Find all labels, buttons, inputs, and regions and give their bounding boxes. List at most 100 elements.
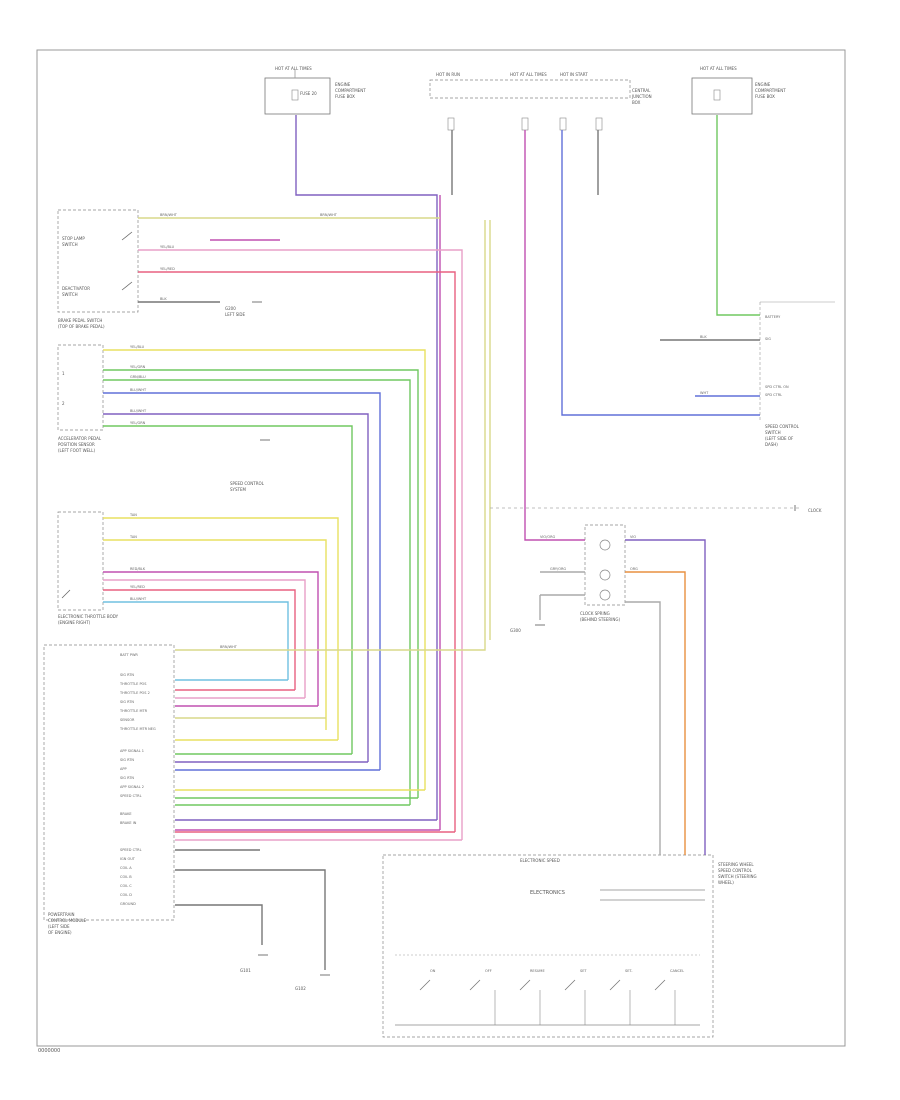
steering-wheel-switch: ELECTRONIC SPEED ELECTRONICS STEERING WH… [382,854,757,1038]
svg-text:BOX: BOX [632,100,641,105]
svg-text:POSITION SENSOR: POSITION SENSOR [58,442,95,447]
svg-text:SWITCH: SWITCH [765,430,781,435]
svg-text:BLU/WHT: BLU/WHT [130,388,147,392]
wire-yellow-app1 [103,349,426,790]
wire-color-labels: BRN/WHT BRN/WHT YEL/BLU YEL/RED BLK YEL/… [129,213,789,649]
svg-text:SET: SET [580,969,587,973]
svg-text:APP: APP [120,767,127,771]
svg-text:(LEFT SIDE: (LEFT SIDE [48,924,70,929]
fuse-box-left: HOT AT ALL TIMES ENGINE COMPARTMENT FUSE… [264,66,366,115]
wire-blue-app [103,392,381,770]
wire-center-2 [561,130,760,416]
svg-text:HOT AT ALL TIMES: HOT AT ALL TIMES [700,66,737,71]
electronic-throttle-body: ELECTRONIC THROTTLE BODY (ENGINE RIGHT) [57,511,119,625]
svg-text:SWITCH: SWITCH [62,242,78,247]
wire-purple-clock [625,539,706,855]
svg-text:CLOCK: CLOCK [808,508,822,513]
svg-text:CANCEL: CANCEL [670,969,684,973]
wire-pink-brake [138,249,463,840]
svg-text:WHEEL): WHEEL) [718,880,734,885]
svg-text:SPD CTRL: SPD CTRL [765,393,782,397]
wire-magenta-tb [103,571,319,706]
svg-text:YEL/GRN: YEL/GRN [130,365,146,369]
svg-text:ON: ON [430,969,436,973]
svg-text:BRAKE: BRAKE [120,812,132,816]
svg-text:(LEFT FOOT WELL): (LEFT FOOT WELL) [58,448,96,453]
wire-tan-pcm [175,220,486,651]
svg-text:SIG RTN: SIG RTN [120,673,134,677]
svg-text:VIO/ORG: VIO/ORG [540,535,556,539]
svg-text:1: 1 [62,371,65,376]
wire-pcm-18 [175,869,326,970]
svg-text:CONTROL MODULE: CONTROL MODULE [48,918,87,923]
svg-text:YEL/GRN: YEL/GRN [130,421,146,425]
svg-text:SPEED CONTROL: SPEED CONTROL [230,481,265,486]
svg-text:SENSOR: SENSOR [120,718,135,722]
speed-control-switch-box: SPEED CONTROL SWITCH (LEFT SIDE OF DASH) [759,301,835,447]
svg-text:BRN/WHT: BRN/WHT [220,645,238,649]
svg-text:G200: G200 [225,306,236,311]
svg-text:SWITCH (STEERING: SWITCH (STEERING [718,874,757,879]
svg-text:ENGINE: ENGINE [755,82,771,87]
svg-text:SIG: SIG [765,337,771,341]
svg-text:YEL/RED: YEL/RED [130,585,145,589]
wire-green-app3 [103,425,353,754]
svg-text:GRN/BLU: GRN/BLU [130,375,146,379]
svg-text:THROTTLE MTR: THROTTLE MTR [119,709,148,713]
svg-text:SYSTEM: SYSTEM [230,487,246,492]
svg-text:BLK: BLK [160,297,167,301]
wire-purple-fuse-left [295,115,438,820]
wire-pink-tb [103,579,306,698]
svg-text:SPEED CTRL: SPEED CTRL [120,794,142,798]
svg-text:OF ENGINE): OF ENGINE) [48,930,72,935]
svg-text:GROUND: GROUND [120,902,136,906]
svg-text:STOP LAMP: STOP LAMP [62,236,85,241]
svg-text:HOT IN RUN: HOT IN RUN [436,72,460,77]
svg-text:ACCELERATOR PEDAL: ACCELERATOR PEDAL [58,436,102,441]
ground-symbols: G200 LEFT SIDE SPEED CONTROL SYSTEM G300… [225,301,822,991]
wire-green-right [716,115,760,316]
svg-text:DASH): DASH) [765,442,778,447]
svg-text:ENGINE: ENGINE [335,82,351,87]
svg-text:WHT: WHT [700,391,709,395]
wire-purple-app [103,413,369,762]
wire-orange-clock [625,571,686,855]
svg-text:RESUME: RESUME [530,969,545,973]
svg-text:GRY/ORG: GRY/ORG [550,567,566,571]
svg-text:COMPARTMENT: COMPARTMENT [335,88,366,93]
pcm-pin-labels: BATT PWR SIG RTN THROTTLE POS THROTTLE P… [119,653,156,906]
svg-text:APP SIGNAL 1: APP SIGNAL 1 [120,749,144,753]
wire-yellow-tb2 [103,539,327,730]
powertrain-control-module: POWERTRAIN CONTROL MODULE (LEFT SIDE OF … [43,644,175,935]
svg-text:COIL A: COIL A [120,866,132,870]
svg-text:SIG RTN: SIG RTN [120,776,134,780]
svg-text:DEACTIVATOR: DEACTIVATOR [62,286,90,291]
svg-text:VIO: VIO [630,535,636,539]
svg-text:2: 2 [62,401,65,406]
svg-text:G101: G101 [240,968,251,973]
svg-text:BLK: BLK [700,335,707,339]
svg-text:HOT IN START: HOT IN START [560,72,588,77]
brake-pedal-switch: STOP LAMP SWITCH DEACTIVATOR SWITCH BRAK… [57,209,139,329]
svg-text:OFF: OFF [485,969,492,973]
svg-text:STEERING WHEEL: STEERING WHEEL [718,862,754,867]
svg-text:CENTRAL: CENTRAL [632,88,651,93]
svg-text:JUNCTION: JUNCTION [631,94,652,99]
steering-buttons: ON OFF RESUME SET SET- CANCEL [419,969,684,1025]
svg-text:FUSE BOX: FUSE BOX [335,94,355,99]
svg-text:SPEED CTRL: SPEED CTRL [120,848,142,852]
svg-text:ELECTRONIC SPEED: ELECTRONIC SPEED [520,858,560,863]
svg-text:BRAKE PEDAL SWITCH: BRAKE PEDAL SWITCH [58,318,102,323]
fuse-box-center: HOT IN RUN HOT AT ALL TIMES HOT IN START… [429,72,652,131]
svg-text:TAN: TAN [129,535,137,539]
svg-text:IGN OUT: IGN OUT [120,857,136,861]
svg-text:SIG RTN: SIG RTN [120,700,134,704]
svg-text:(ENGINE RIGHT): (ENGINE RIGHT) [58,620,91,625]
svg-text:(TOP OF BRAKE PEDAL): (TOP OF BRAKE PEDAL) [58,324,105,329]
accelerator-pedal-sensor: 1 2 ACCELERATOR PEDAL POSITION SENSOR (L… [57,344,104,453]
svg-text:YEL/BLU: YEL/BLU [160,245,175,249]
svg-text:HOT AT ALL TIMES: HOT AT ALL TIMES [510,72,547,77]
svg-text:YEL/BLU: YEL/BLU [130,345,145,349]
svg-text:FUSE 20: FUSE 20 [300,91,317,96]
